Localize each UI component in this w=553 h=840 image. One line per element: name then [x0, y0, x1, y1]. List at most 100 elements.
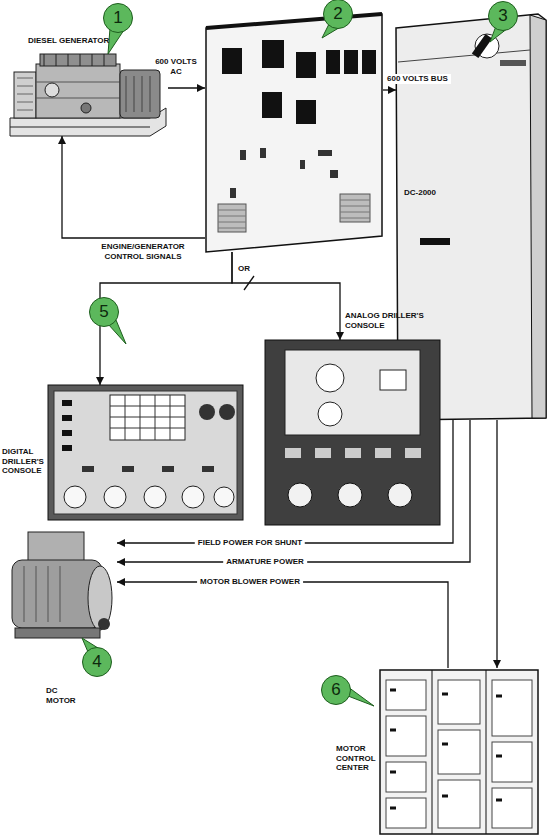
mcc-module — [438, 780, 480, 828]
valve-cover — [40, 54, 116, 66]
engine-block — [36, 64, 120, 118]
power-line — [62, 136, 205, 238]
generator-vents — [126, 76, 150, 112]
panel-meter — [326, 50, 340, 74]
console-display — [110, 395, 185, 440]
power-line — [117, 420, 453, 543]
line-label: ARMATURE POWER — [223, 557, 307, 567]
console-switch — [62, 430, 72, 436]
equipment-node: 4DC MOTOR — [8, 530, 117, 652]
line-label: ENGINE/GENERATOR CONTROL SIGNALS — [84, 242, 202, 261]
console-button — [285, 448, 301, 458]
switchgear-panel — [206, 14, 382, 252]
cabinet-side — [530, 15, 546, 418]
power-line — [100, 252, 232, 385]
motor-ribs — [24, 566, 60, 622]
console-toggle — [202, 466, 214, 472]
console-toggle — [122, 466, 134, 472]
console-switch — [62, 415, 72, 421]
panel-meter — [262, 92, 282, 118]
generator-housing — [120, 70, 160, 118]
mcc-cabinet — [380, 670, 538, 834]
power-line — [168, 87, 205, 88]
radiator-fins — [17, 78, 33, 110]
power-line — [117, 582, 448, 668]
engine-filter — [81, 103, 91, 113]
disconnect-handle — [472, 34, 492, 58]
equipment-node: 6MOTOR CONTROL CENTER — [380, 668, 540, 836]
console-knob — [388, 483, 412, 507]
digital-console-frame — [48, 385, 243, 520]
callout-number: 2 — [323, 0, 353, 29]
console-gauge — [64, 486, 86, 508]
panel-meter — [262, 40, 284, 68]
equipment-node: 2 — [205, 14, 383, 252]
panel-meter — [344, 50, 358, 74]
equipment-label: DIGITAL DRILLER'S CONSOLE — [2, 447, 48, 476]
mcc-section-lines — [432, 670, 486, 834]
console-gauge — [144, 486, 166, 508]
equipment-label: DIESEL GENERATOR — [28, 36, 109, 46]
panel-switch — [300, 160, 305, 169]
console-button — [315, 448, 331, 458]
mcc-module — [438, 730, 480, 774]
line-label: MOTOR BLOWER POWER — [197, 577, 303, 587]
console-gauge — [214, 487, 234, 507]
motor-blower — [28, 532, 84, 562]
digital-console-face — [54, 391, 237, 514]
console-knob — [199, 404, 215, 420]
equipment-node: 5DIGITAL DRILLER'S CONSOLE — [48, 385, 243, 520]
console-button — [405, 448, 421, 458]
analog-console-frame — [265, 340, 440, 525]
panel-top-edge — [206, 14, 382, 28]
panel-switch — [318, 150, 332, 156]
console-dial — [318, 402, 342, 426]
callout-number: 1 — [103, 3, 133, 33]
power-line — [117, 420, 470, 562]
mcc-module — [492, 680, 532, 736]
console-switch — [62, 445, 72, 451]
mcc-module — [386, 716, 426, 756]
skid-detail — [10, 127, 150, 128]
panel-switch — [240, 150, 246, 160]
cabinet-logo-band — [500, 60, 526, 66]
engine-detail — [36, 82, 120, 98]
callout-number: 4 — [82, 647, 112, 677]
console-knob — [219, 404, 235, 420]
callout-number: 3 — [488, 1, 518, 31]
callout-number: 6 — [321, 675, 351, 705]
motor-feet — [15, 628, 100, 638]
mcc-module — [386, 762, 426, 792]
console-toggle — [82, 466, 94, 472]
equipment-label: MOTOR CONTROL CENTER — [336, 744, 380, 773]
line-label: 600 VOLTS BUS — [384, 74, 451, 84]
console-meter — [380, 370, 406, 390]
engine-pulley — [45, 83, 59, 97]
mcc-module — [492, 742, 532, 782]
power-line — [383, 89, 396, 90]
panel-meter — [296, 52, 316, 78]
vent-slats — [218, 200, 370, 228]
display-grid — [110, 395, 185, 440]
console-switch — [62, 400, 72, 406]
console-knob — [338, 483, 362, 507]
mcc-module — [492, 788, 532, 828]
or-label: OR — [238, 264, 250, 274]
panel-switch — [330, 170, 338, 178]
mcc-module — [438, 680, 480, 724]
mcc-handles — [390, 690, 502, 808]
console-dial — [316, 364, 344, 392]
analog-console-face — [285, 350, 420, 435]
power-line — [232, 252, 340, 340]
line-label: FIELD POWER FOR SHUNT — [195, 538, 305, 548]
equipment-node: 1DIESEL GENERATOR — [8, 18, 168, 136]
power-line — [496, 420, 497, 668]
console-button — [345, 448, 361, 458]
console-button — [375, 448, 391, 458]
equipment-label: DC MOTOR — [46, 686, 80, 705]
console-toggle — [162, 466, 174, 472]
radiator — [14, 72, 36, 118]
console-gauge — [182, 486, 204, 508]
